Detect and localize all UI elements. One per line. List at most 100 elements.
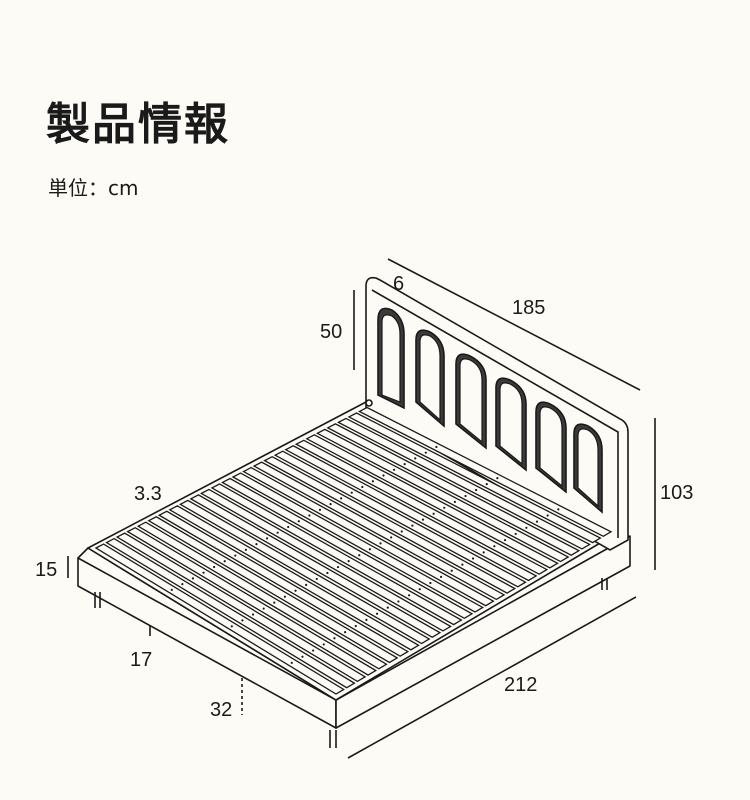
slat-screw (390, 536, 393, 539)
slat-screw (333, 637, 336, 640)
slat-screw (493, 545, 496, 548)
headboard-inner-frame (371, 289, 619, 538)
slat (284, 445, 538, 582)
slat-screw (475, 488, 478, 492)
slat-screw (290, 661, 293, 664)
slat-screw (276, 531, 279, 534)
slat (210, 483, 463, 626)
slat-screw (503, 538, 507, 542)
right-rail (335, 535, 631, 729)
slat-screw (170, 588, 173, 591)
slat-screw (450, 569, 453, 572)
slat (358, 406, 613, 538)
slat-screw (411, 524, 414, 527)
headboard (365, 276, 629, 551)
slat (105, 537, 356, 689)
slat-screw (496, 477, 499, 480)
slat-screw (326, 571, 329, 575)
slat-screw (287, 525, 290, 529)
slat-screw (400, 530, 403, 533)
slat-screw (244, 548, 247, 551)
dim-headboard-height: 50 (320, 321, 342, 343)
slat-screw (421, 518, 425, 521)
slat-screw (340, 497, 343, 500)
slat-screw (424, 451, 427, 454)
slat-screw (407, 594, 411, 597)
slat-screw (358, 554, 361, 557)
slat-screw (213, 565, 216, 569)
dim-width: 185 (512, 297, 545, 319)
slat (178, 499, 431, 645)
slat (126, 526, 378, 676)
slat-screw (318, 508, 322, 511)
slat (231, 472, 485, 613)
slat-screw (283, 595, 287, 598)
slat-screw (443, 506, 446, 509)
slat-screw (336, 565, 340, 569)
dim-total-height: 103 (660, 482, 693, 504)
dim-line-width (387, 258, 641, 391)
dim-line-length (347, 596, 637, 759)
headboard-knob (365, 399, 373, 407)
slat-screw (315, 577, 318, 581)
slat-screw (386, 606, 389, 609)
slat-screw (368, 548, 371, 551)
slat-screw (439, 575, 443, 578)
slats-group (94, 406, 613, 695)
unit-label: 単位：cm (48, 176, 139, 200)
slat-screw (350, 491, 353, 494)
slat-screw (397, 600, 400, 603)
slat-screw (365, 618, 368, 621)
slat-screw (202, 571, 205, 574)
slat-screw (181, 583, 184, 586)
slat-screw (273, 601, 276, 604)
slat-screw (453, 500, 456, 503)
slat (347, 412, 602, 544)
slat-screw (297, 520, 300, 523)
slat-screw (361, 485, 364, 489)
slat-screw (514, 532, 517, 536)
slat (273, 450, 527, 588)
slat-screw (262, 607, 265, 610)
slat-screw (461, 563, 464, 566)
slat-screw (418, 588, 421, 591)
slat (94, 543, 345, 695)
slat-screw (234, 554, 237, 557)
slat-screw (265, 537, 269, 540)
slat-screw (255, 543, 258, 546)
dim-slat-thickness: 3.3 (134, 483, 162, 505)
slat (305, 434, 559, 569)
slat-screw (557, 508, 560, 511)
slat-screw (305, 583, 308, 586)
slat (200, 488, 452, 632)
slat-screw (312, 649, 315, 652)
slat (252, 461, 506, 601)
slat-screw (414, 457, 417, 460)
slat-screw (435, 445, 438, 449)
slat (315, 428, 570, 563)
slat-screw (403, 462, 406, 466)
slat-screw (525, 526, 528, 529)
slat-screw (535, 520, 539, 523)
slat-screw (347, 560, 350, 563)
slat (136, 521, 388, 670)
slat-screw (482, 551, 485, 554)
slat-screw (301, 655, 304, 658)
slat-screw (308, 514, 311, 517)
slat-screw (251, 613, 255, 616)
slat (294, 439, 549, 575)
slat-screw (344, 631, 347, 634)
slat (336, 417, 591, 550)
slat (242, 466, 495, 607)
slat-screw (546, 514, 549, 517)
slat-screw (230, 625, 233, 628)
slat (326, 423, 581, 556)
slat-screw (223, 560, 226, 563)
slat (263, 455, 517, 594)
slat-screw (241, 619, 244, 622)
slat-screw (329, 503, 332, 506)
dim-headboard-thickness: 6 (393, 273, 404, 295)
slat-screw (379, 542, 382, 545)
slat (168, 505, 420, 651)
dim-length: 212 (504, 674, 537, 696)
